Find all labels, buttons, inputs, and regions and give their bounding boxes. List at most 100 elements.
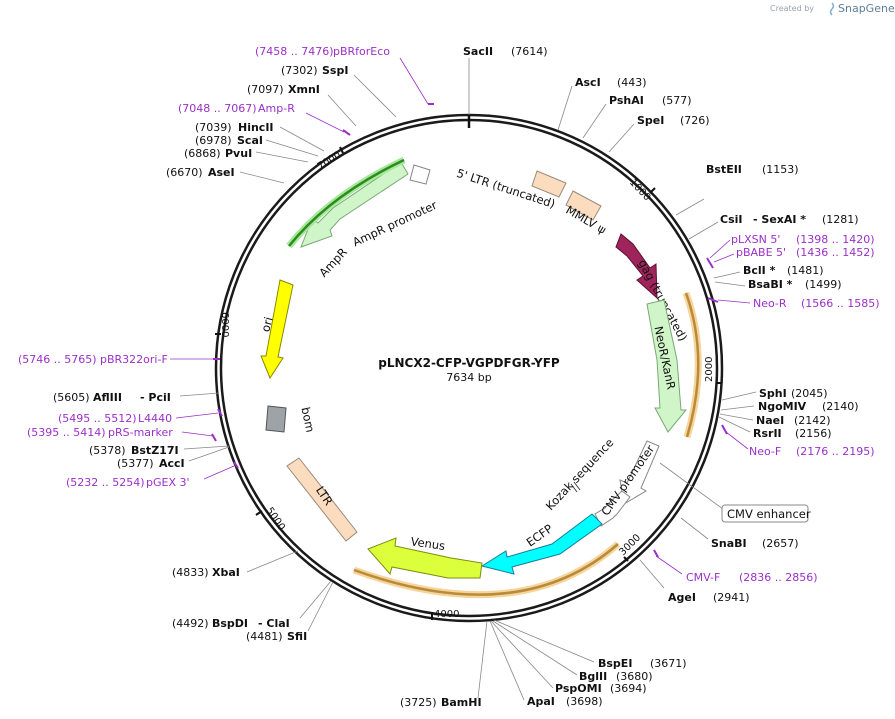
site-pos-pvui: (6868) <box>184 147 221 160</box>
primer-range-pbabe: (1436 .. 1452) <box>796 246 875 259</box>
site-leader-sspi <box>353 74 397 118</box>
annotations: SacII (7614) AscI (443) PshAI (577) SpeI… <box>18 45 880 709</box>
site-name-afliii: AflIII <box>93 391 122 404</box>
feature-ampr-promoter[interactable] <box>409 164 431 185</box>
primer-leader-pbabe <box>713 253 735 263</box>
feature-bom[interactable] <box>265 405 287 433</box>
site-name-bglii: BglII <box>579 670 607 683</box>
site-leader-pvui <box>255 151 309 163</box>
feature-5ltr[interactable] <box>531 170 567 198</box>
site-leader-pspomi <box>490 620 554 689</box>
brand-created-by: Created by <box>770 4 814 13</box>
plasmid-name: pLNCX2-CFP-VGPDFGR-YFP <box>378 356 560 370</box>
site-name-bsteii: BstEII <box>706 163 742 176</box>
site-pos-spei: (726) <box>680 114 710 127</box>
primer-name-l4440: L4440 <box>138 412 172 425</box>
feature-ecfp[interactable] <box>480 513 603 575</box>
orf-neor <box>684 292 700 438</box>
site-leader-xmni <box>327 94 357 127</box>
feature-gag[interactable] <box>615 233 658 300</box>
primer-mark-l4440 <box>217 408 223 417</box>
primer-leader-plxsn <box>709 239 731 259</box>
cmv-enhancer-callout: CMV enhancer <box>659 462 811 523</box>
primer-range-pbrforeco: (7458 .. 7476) <box>255 45 334 58</box>
site-name-bspei: BspEI <box>598 657 632 670</box>
site-leader-bsabi <box>714 281 746 287</box>
site-pos-sexai: (1281) <box>822 213 859 226</box>
tick-5000 <box>255 510 263 516</box>
site-name-apai: ApaI <box>527 695 555 708</box>
site-pos-asei: (6670) <box>166 166 203 179</box>
site-name-xmni: XmnI <box>288 83 320 96</box>
feature-cmv-enhancer[interactable] <box>619 440 660 505</box>
site-name-pshai: PshAI <box>609 94 644 107</box>
site-name-xbai: XbaI <box>212 566 240 579</box>
tick-1000 <box>649 187 656 194</box>
plasmid-title: pLNCX2-CFP-VGPDFGR-YFP 7634 bp <box>378 356 560 384</box>
tick-3000 <box>623 556 629 562</box>
site-name-scai: ScaI <box>237 134 263 147</box>
tick-label-6000: 6000 <box>219 312 230 337</box>
feature-label-bom: bom <box>298 406 317 434</box>
primer-name-cmvf: CMV-F <box>686 571 720 584</box>
site-pos-bsteii: (1153) <box>762 163 799 176</box>
primer-range-l4440: (5495 .. 5512) <box>58 412 137 425</box>
site-pos-sphi: (2045) <box>791 387 828 400</box>
site-pos-ngomiv: (2140) <box>822 400 859 413</box>
site-leader-asei <box>239 171 285 184</box>
site-pos-snabi: (2657) <box>762 537 799 550</box>
primer-range-pgex3: (5232 .. 5254) <box>66 476 145 489</box>
site-name-sspi: SspI <box>322 64 348 77</box>
primer-mark-neor <box>707 297 719 303</box>
site-name-sexai: - SexAI * <box>753 213 806 226</box>
site-leader-snabi <box>680 517 709 540</box>
site-name-bsabi: BsaBI * <box>748 278 793 291</box>
site-leader-ngomiv <box>720 405 755 411</box>
feature-ori[interactable] <box>260 279 294 380</box>
site-pos-acci: (5377) <box>117 457 154 470</box>
site-name-agei: AgeI <box>668 591 696 604</box>
site-pos-bspdi: (4492) <box>172 617 209 630</box>
orf-ecfp <box>353 543 619 596</box>
primer-mark-cmvf <box>653 549 659 558</box>
feature-ltr[interactable] <box>286 457 358 542</box>
site-name-rsrii: RsrII <box>753 427 782 440</box>
brand-name: SnapGene <box>838 2 895 15</box>
primer-leader-pgex3 <box>203 465 235 480</box>
site-pos-sfii: (4481) <box>246 630 283 643</box>
feature-ampr[interactable] <box>300 161 409 248</box>
site-leader-acci <box>188 446 230 462</box>
primer-range-ampr: (7048 .. 7067) <box>178 102 257 115</box>
snapgene-brand: Created by SnapGene <box>770 2 895 16</box>
site-leader-hincii <box>279 126 325 152</box>
site-leader-spei <box>608 123 635 153</box>
feature-kozak-mark-1 <box>570 483 578 493</box>
feature-label-venus: Venus <box>410 534 446 553</box>
site-leader-naei <box>719 413 754 421</box>
site-pos-bspei: (3671) <box>650 657 687 670</box>
site-pos-pspomi: (3694) <box>610 682 647 695</box>
site-name-sphi: SphI <box>759 387 787 400</box>
site-name-acci: AccI <box>159 457 185 470</box>
feature-label-ampr: AmpR <box>316 245 350 280</box>
feature-kozak-mark-2 <box>573 481 581 491</box>
site-leader-csii <box>688 221 719 240</box>
site-name-sfii: SfiI <box>287 630 307 643</box>
site-leader-afliii <box>179 392 220 397</box>
feature-neor[interactable] <box>646 299 688 433</box>
feature-venus[interactable] <box>367 537 483 579</box>
feature-cmv-promoter[interactable] <box>594 490 631 527</box>
primer-name-pbabe: pBABE 5' <box>736 246 786 259</box>
plasmid-size: 7634 bp <box>446 371 491 384</box>
tick-label-2000: 2000 <box>704 357 715 382</box>
site-name-sacii: SacII <box>463 45 493 58</box>
primer-leader-cmvf <box>655 555 683 575</box>
feature-mmlv-psi[interactable] <box>565 190 602 221</box>
primer-name-pbr322ori: pBR322ori-F <box>100 353 168 366</box>
site-name-hincii: HincII <box>238 121 274 134</box>
tick-label-7000: 7000 <box>316 150 343 173</box>
feature-label-ampr-promoter: AmpR promoter <box>350 198 439 249</box>
primer-name-prsmarker: pRS-marker <box>108 426 173 439</box>
site-name-pcii: - PciI <box>140 391 171 404</box>
